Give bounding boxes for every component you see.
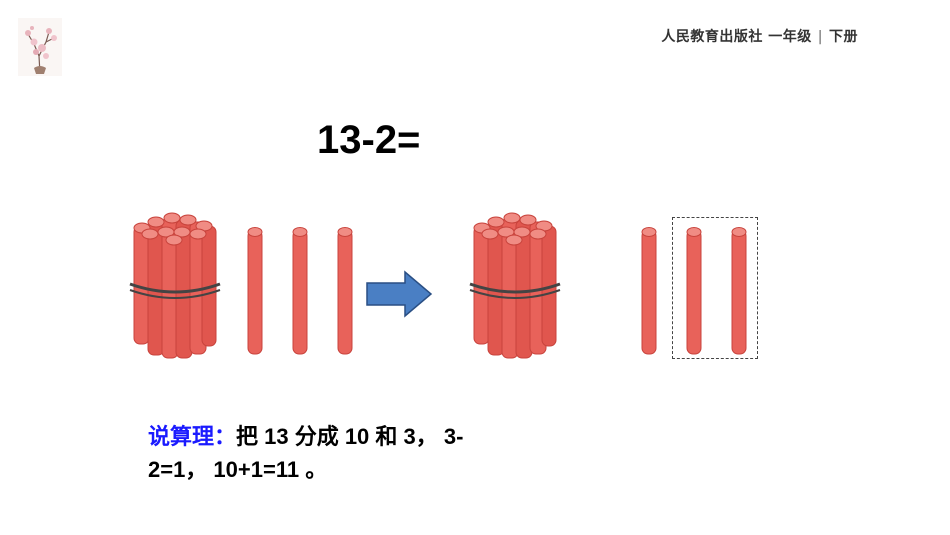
explanation-label: 说算理： xyxy=(148,424,237,449)
single-stick-1 xyxy=(247,227,263,355)
explanation-text-2: 2=1， 10+1=11 。 xyxy=(148,457,328,482)
equation-title: 13-2= xyxy=(317,118,421,162)
publisher-header: 人民教育出版社 一年级 | 下册 xyxy=(661,26,858,46)
explanation-text-1: 把 13 分成 10 和 3， 3- xyxy=(236,424,464,449)
publisher-name: 人民教育出版社 一年级 xyxy=(661,29,812,45)
volume-label: 下册 xyxy=(829,29,858,45)
single-stick-3 xyxy=(337,227,353,355)
removed-stick-1 xyxy=(686,227,702,355)
plum-blossom-logo xyxy=(18,18,62,76)
right-arrow-icon xyxy=(366,270,433,318)
bundle-sticks xyxy=(133,212,217,359)
explanation-line-1: 说算理：把 13 分成 10 和 3， 3- xyxy=(148,420,548,453)
explanation-text: 说算理：把 13 分成 10 和 3， 3- 2=1， 10+1=11 。 xyxy=(148,420,548,486)
removed-sticks-box xyxy=(672,217,758,359)
header-separator: | xyxy=(817,29,823,45)
bundle-band xyxy=(129,282,221,294)
stick-bundle-left xyxy=(129,212,221,359)
remaining-stick xyxy=(641,227,657,355)
stick-bundle-right xyxy=(469,212,561,359)
removed-stick-2 xyxy=(731,227,747,355)
single-stick-2 xyxy=(292,227,308,355)
